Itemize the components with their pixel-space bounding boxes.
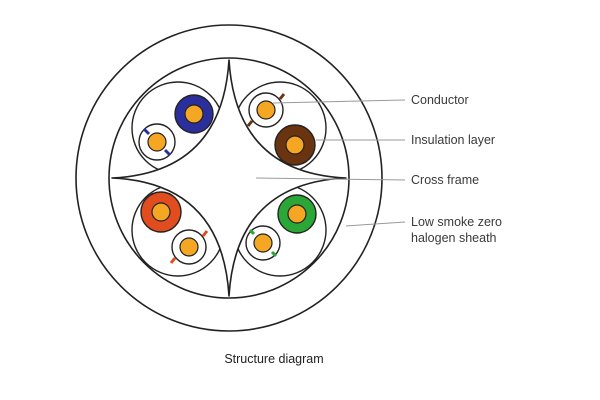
conductor	[179, 237, 199, 257]
diagram-caption: Structure diagram	[224, 352, 324, 366]
stripe-mark	[248, 228, 256, 236]
label-cross-frame: Cross frame	[411, 173, 480, 187]
conductor	[147, 132, 167, 152]
conductor	[285, 135, 305, 155]
conductor	[287, 204, 307, 224]
stripe-mark	[201, 230, 209, 237]
stripe-mark	[142, 127, 151, 136]
label-sheath-line-1: Low smoke zero	[411, 215, 503, 229]
conductor	[184, 104, 204, 124]
leader-line-cross-frame	[255, 177, 406, 181]
stripe-mark	[163, 148, 172, 157]
conductor	[256, 100, 276, 120]
stripe-mark	[246, 120, 254, 127]
label-insulation-layer: Insulation layer	[411, 133, 496, 147]
pair-green	[245, 194, 317, 261]
leader-line-conductor	[272, 99, 406, 104]
pair-blue	[138, 94, 214, 161]
label-conductor: Conductor	[411, 93, 469, 107]
conductor	[253, 233, 273, 253]
leader-line-sheath	[345, 221, 406, 227]
stripe-mark	[169, 257, 177, 264]
stripe-mark	[270, 250, 278, 258]
pair-brown	[246, 92, 316, 166]
conductor	[151, 202, 171, 222]
pair-orange	[140, 191, 209, 265]
stripe-mark	[278, 93, 286, 100]
label-sheath-line-2: halogen sheath	[411, 231, 497, 245]
